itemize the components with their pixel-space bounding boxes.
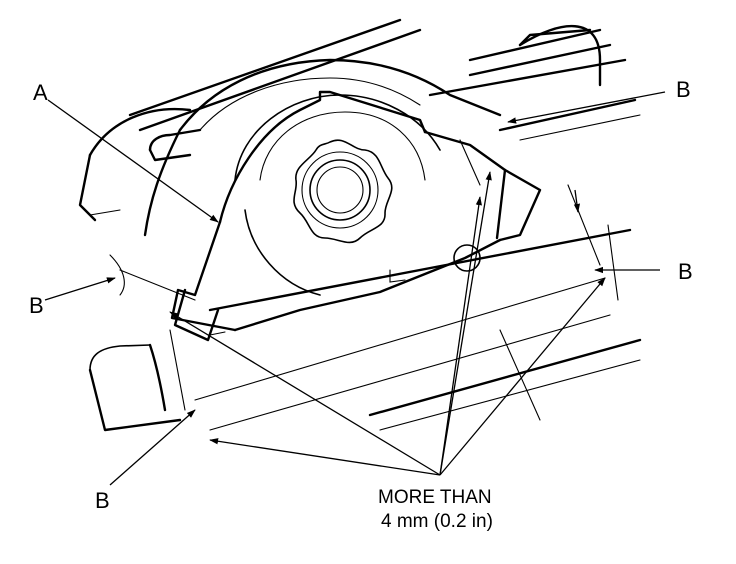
housing-outline — [78, 18, 642, 432]
label-b-top-right: B — [676, 77, 691, 102]
label-a: A — [33, 80, 48, 105]
dimension-lines — [169, 184, 619, 431]
mount-body — [143, 58, 502, 296]
leader-arrows — [44, 91, 666, 486]
label-b-left: B — [29, 293, 44, 318]
clearance-note-line1: MORE THAN — [378, 487, 492, 508]
label-b-bottom: B — [95, 488, 110, 513]
label-b-mid-right: B — [678, 259, 693, 284]
star-bolt — [293, 139, 393, 244]
clearance-note-line2: 4 mm (0.2 in) — [381, 511, 493, 532]
